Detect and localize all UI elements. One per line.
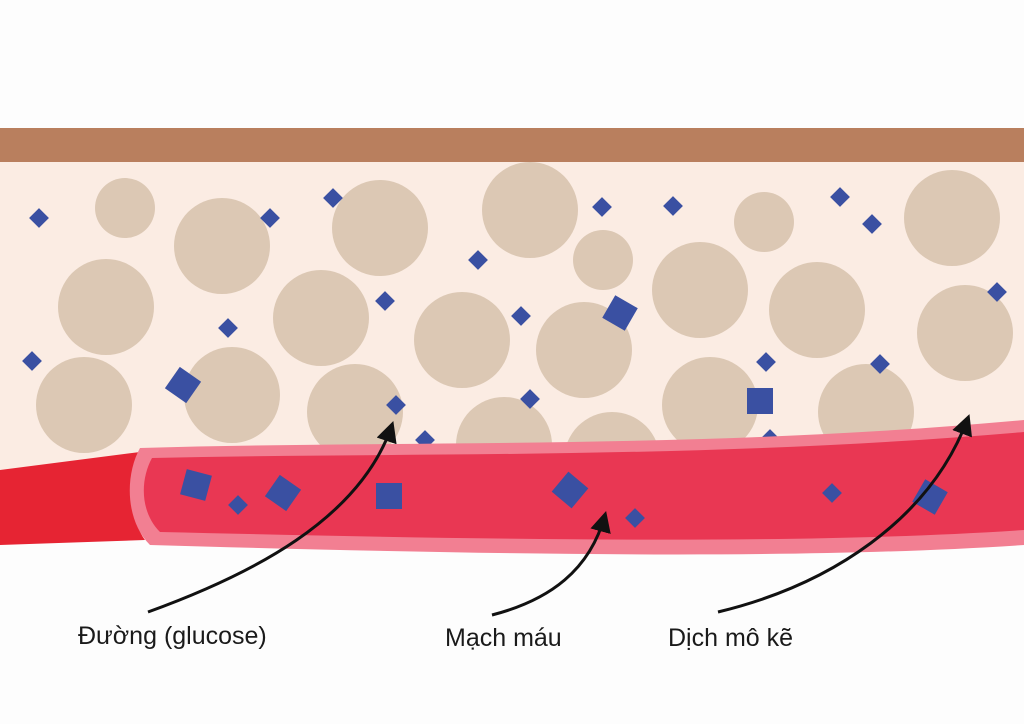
glucose-molecule (22, 351, 42, 371)
fluid-pointer-arrow (717, 414, 972, 614)
glucose-molecule (386, 395, 406, 415)
glucose-molecule (511, 306, 531, 326)
fat-cell (662, 357, 758, 453)
fat-cell (58, 259, 154, 355)
glucose-molecule (164, 366, 202, 404)
fat-cell (482, 162, 578, 258)
glucose-molecule (870, 354, 890, 374)
glucose-molecule (218, 318, 238, 338)
glucose-label: Đường (glucose) (78, 622, 267, 650)
glucose-molecule (822, 483, 842, 503)
fat-cell (536, 302, 632, 398)
glucose-molecule (260, 208, 280, 228)
blood-vessel-label: Mạch máu (445, 624, 562, 652)
fat-cell (904, 170, 1000, 266)
fat-cell (734, 192, 794, 252)
fat-cell (184, 347, 280, 443)
interstitial-fluid-label: Dịch mô kẽ (668, 624, 794, 652)
glucose-molecule (264, 474, 302, 512)
fat-cell (36, 357, 132, 453)
glucose-molecule (602, 295, 638, 331)
glucose-molecule (323, 188, 343, 208)
fat-cell (573, 230, 633, 290)
vessel-pointer-arrow (491, 510, 611, 617)
skin-surface-layer (0, 128, 1024, 162)
glucose-molecule (375, 291, 395, 311)
glucose-molecule (180, 469, 212, 501)
fat-cell (95, 178, 155, 238)
glucose-in-vessel-group (180, 469, 948, 528)
fat-cell (917, 285, 1013, 381)
fat-cell (769, 262, 865, 358)
glucose-molecule (376, 483, 402, 509)
glucose-molecule (468, 250, 488, 270)
glucose-pointer-arrow (147, 421, 397, 614)
blood-vessel-cut-end (0, 452, 145, 545)
glucose-molecule (912, 479, 948, 515)
fat-cell (652, 242, 748, 338)
glucose-molecule (756, 352, 776, 372)
fat-cell (414, 292, 510, 388)
glucose-molecule (520, 389, 540, 409)
glucose-molecule (228, 495, 248, 515)
glucose-molecule (747, 388, 773, 414)
fat-cell (332, 180, 428, 276)
fat-cells-group (36, 162, 1013, 508)
fat-cell (174, 198, 270, 294)
glucose-molecule (987, 282, 1007, 302)
fat-cell (273, 270, 369, 366)
glucose-molecule (551, 471, 589, 509)
